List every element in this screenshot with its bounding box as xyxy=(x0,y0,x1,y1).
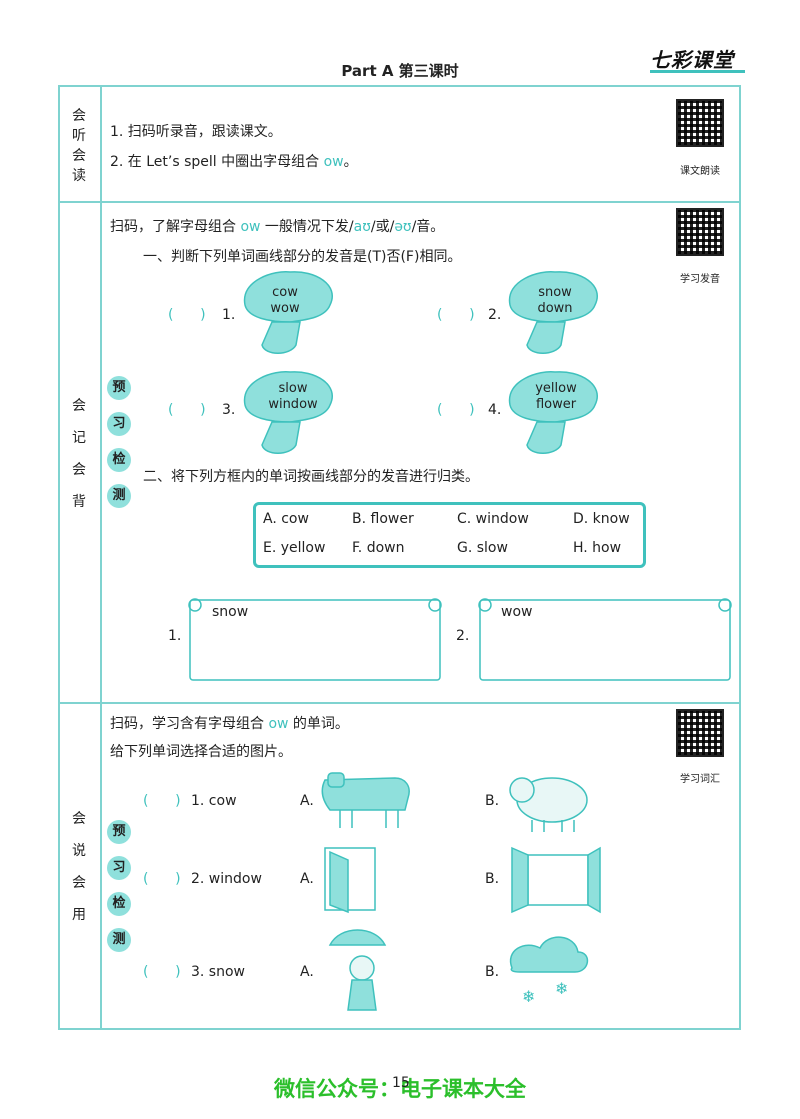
option-item: G. slow xyxy=(457,540,508,556)
qr-code-icon[interactable] xyxy=(676,208,724,256)
brand-logo: 七彩课堂 xyxy=(650,44,745,73)
option-item: C. window xyxy=(457,511,529,527)
section2-intro: 扫码，了解字母组合 ow 一般情况下发/aʊ/或/əʊ/音。 xyxy=(110,219,445,235)
option-item: B. flower xyxy=(352,511,414,527)
option-item: H. how xyxy=(573,540,622,556)
part2-title: 二、将下列方框内的单词按画线部分的发音进行归类。 xyxy=(143,469,479,485)
column-divider xyxy=(100,85,102,1030)
child-in-rain-icon xyxy=(328,929,387,1011)
scroll-icon xyxy=(188,598,732,681)
badge: 测 xyxy=(107,928,131,952)
answer-blank-3[interactable]: ( ) xyxy=(168,402,206,418)
answer-blank-1[interactable]: ( ) xyxy=(168,307,206,323)
badge: 预 xyxy=(107,820,131,844)
option-item: A. cow xyxy=(263,511,309,527)
answer-blank-2[interactable]: ( ) xyxy=(437,307,475,323)
section3-instruction: 给下列单词选择合适的图片。 xyxy=(110,744,292,760)
svg-text:❄: ❄ xyxy=(522,987,535,1006)
option-item: F. down xyxy=(352,540,405,556)
row-divider-1 xyxy=(58,201,741,203)
answer-blank-cow[interactable]: ( ) xyxy=(143,793,181,809)
badge: 习 xyxy=(107,412,131,436)
choice-a-label: A. xyxy=(300,793,314,809)
item-number: 3. xyxy=(222,402,236,418)
mushroom-icon xyxy=(508,371,598,454)
choice-a-label: A. xyxy=(300,871,314,887)
answer-blank-window[interactable]: ( ) xyxy=(143,871,181,887)
answer-blank-4[interactable]: ( ) xyxy=(437,402,475,418)
choice-b-label: B. xyxy=(485,871,500,887)
row-divider-2 xyxy=(58,702,741,704)
item-word: 1. cow xyxy=(191,793,237,809)
option-item: E. yellow xyxy=(263,540,326,556)
choice-a-label: A. xyxy=(300,964,314,980)
preview-badges: 预 习 检 测 xyxy=(107,820,131,952)
qr-label: 课文朗读 xyxy=(680,166,720,177)
badge: 测 xyxy=(107,484,131,508)
mushroom-icon xyxy=(508,271,598,354)
scroll-word-2: wow xyxy=(501,604,533,620)
qr-label: 学习发音 xyxy=(680,274,720,285)
mushroom-icon xyxy=(243,371,333,454)
choice-b-label: B. xyxy=(485,964,500,980)
svg-text:❄: ❄ xyxy=(555,979,568,998)
page-title: Part A 第三课时 xyxy=(341,62,459,80)
footer-watermark: 微信公众号：电子课本大全 xyxy=(274,1077,526,1101)
choice-b-label: B. xyxy=(485,793,500,809)
item-number: 1. xyxy=(222,307,236,323)
mushroom-icon xyxy=(243,271,333,354)
badge: 检 xyxy=(107,892,131,916)
preview-badges: 预 习 检 测 xyxy=(107,376,131,508)
badge: 习 xyxy=(107,856,131,880)
badge: 预 xyxy=(107,376,131,400)
item-number: 2. xyxy=(488,307,502,323)
side-label-speak-use: 会说会用 xyxy=(72,811,86,923)
item-number: 4. xyxy=(488,402,502,418)
side-label-listen-read: 会听会读 xyxy=(72,108,86,184)
word-options-box xyxy=(253,502,646,568)
qr-code-icon[interactable] xyxy=(676,99,724,147)
brand-underline xyxy=(650,70,745,73)
qr-code-icon[interactable] xyxy=(676,709,724,757)
page-number: 15 xyxy=(392,1075,410,1091)
window-icon xyxy=(511,846,601,914)
qr-label: 学习词汇 xyxy=(680,774,720,785)
badge: 检 xyxy=(107,448,131,472)
instruction-1: 1. 扫码听录音，跟读课文。 xyxy=(110,124,282,140)
item-word: 2. window xyxy=(191,871,262,887)
side-label-memorize: 会记会背 xyxy=(72,398,86,510)
scroll-word-1: snow xyxy=(212,604,249,620)
part1-title: 一、判断下列单词画线部分的发音是(T)否(F)相同。 xyxy=(143,249,462,265)
section3-intro: 扫码，学习含有字母组合 ow 的单词。 xyxy=(110,716,349,732)
content-frame xyxy=(58,85,741,1030)
item-word: 3. snow xyxy=(191,964,245,980)
brand-text: 七彩课堂 xyxy=(650,48,734,72)
instruction-2: 2. 在 Let’s spell 中圈出字母组合 ow。 xyxy=(110,154,358,170)
scroll-number-2: 2. xyxy=(456,628,470,644)
cow-icon xyxy=(321,772,410,828)
sheep-icon xyxy=(509,777,588,832)
answer-blank-snow[interactable]: ( ) xyxy=(143,964,181,980)
option-item: D. know xyxy=(573,511,630,527)
door-icon xyxy=(324,847,376,914)
scroll-number-1: 1. xyxy=(168,628,182,644)
snow-cloud-icon: ❄ ❄ xyxy=(509,936,589,1006)
